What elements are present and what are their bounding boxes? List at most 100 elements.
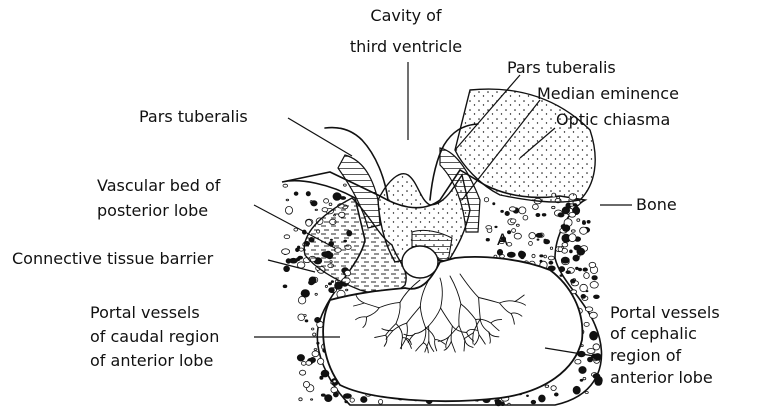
bone-cavity: [584, 322, 589, 326]
label-bone: Bone: [636, 195, 677, 214]
bone-cavity: [514, 233, 521, 239]
bone-cavity: [361, 397, 367, 403]
bone-cavity: [315, 209, 317, 210]
bone-cavity: [571, 279, 576, 283]
label-portal-cephalic-line3: region of: [610, 346, 681, 365]
bone-cavity: [531, 400, 536, 404]
bone-cavity: [571, 230, 575, 232]
bone-cavity: [580, 227, 588, 234]
bone-cavity: [539, 395, 546, 402]
bone-cavity: [328, 283, 331, 285]
label-vascular-bed-line2: posterior lobe: [97, 201, 208, 220]
bone-cavity: [508, 403, 510, 405]
bone-cavity: [497, 249, 502, 255]
label-connective-tissue: Connective tissue barrier: [12, 249, 214, 268]
bone-cavity: [551, 386, 556, 391]
bone-cavity: [311, 201, 317, 206]
bone-cavity: [299, 398, 302, 401]
bone-cavity: [343, 394, 351, 399]
bone-cavity: [554, 393, 558, 396]
bone-cavity: [509, 207, 516, 211]
bone-cavity: [300, 370, 306, 375]
bone-cavity: [312, 328, 314, 330]
bone-cavity: [329, 203, 332, 206]
bone-cavity: [529, 233, 536, 239]
bone-cavity: [299, 248, 303, 251]
bone-cavity: [345, 401, 348, 403]
bone-cavity: [283, 285, 287, 288]
bone-cavity: [585, 307, 592, 312]
bone-cavity: [314, 349, 317, 351]
bone-cavity: [331, 382, 333, 384]
label-region-a: A: [497, 230, 508, 249]
connective-tissue-gap: [402, 246, 438, 278]
bone-cavity: [585, 392, 588, 394]
bone-cavity: [544, 255, 547, 258]
bone-cavity: [306, 220, 312, 227]
bone-cavity: [284, 235, 290, 239]
bone-cavity: [505, 211, 509, 215]
bone-cavity: [593, 344, 600, 350]
bone-cavity: [309, 277, 316, 284]
bone-cavity: [537, 239, 539, 240]
bone-cavity: [573, 255, 579, 261]
bone-cavity: [486, 226, 492, 229]
bone-cavity: [312, 351, 319, 357]
bone-cavity: [285, 206, 292, 214]
bone-cavity: [313, 333, 316, 336]
bone-cavity: [284, 266, 290, 272]
label-optic-chiasma: Optic chiasma: [556, 110, 670, 129]
bone-cavity: [545, 385, 549, 387]
bone-cavity: [282, 249, 290, 255]
bone-cavity: [584, 273, 590, 279]
bone-cavity: [566, 271, 571, 274]
bone-cavity: [501, 402, 505, 406]
bone-cavity: [311, 399, 313, 400]
bone-cavity: [542, 214, 546, 217]
label-pars-tuberalis-left: Pars tuberalis: [139, 107, 248, 126]
bone-cavity: [590, 282, 598, 289]
bone-cavity: [344, 184, 347, 186]
bone-cavity: [306, 192, 310, 196]
bone-cavity: [577, 219, 580, 222]
bone-cavity: [303, 381, 309, 387]
label-portal-caudal-line2: of caudal region: [90, 327, 219, 346]
bone-cavity: [578, 268, 581, 271]
bone-cavity: [589, 262, 596, 267]
label-pars-tuberalis-right: Pars tuberalis: [507, 58, 616, 77]
bone-cavity: [577, 248, 585, 255]
bone-cavity: [516, 224, 519, 226]
bone-cavity: [540, 255, 543, 257]
bone-cavity: [495, 226, 497, 228]
bone-cavity: [379, 400, 383, 405]
bone-cavity: [527, 395, 529, 397]
bone-cavity: [286, 259, 291, 264]
bone-cavity: [296, 248, 299, 252]
bone-cavity: [536, 233, 543, 237]
bone-cavity: [575, 359, 581, 364]
bone-cavity: [573, 204, 576, 207]
bone-cavity: [583, 377, 586, 379]
bone-cavity: [315, 293, 317, 295]
label-portal-caudal-line3: of anterior lobe: [90, 351, 213, 370]
bone-cavity: [594, 295, 600, 299]
bone-cavity: [333, 392, 338, 397]
bone-cavity: [294, 192, 298, 195]
bone-cavity: [590, 331, 598, 340]
bone-cavity: [484, 198, 488, 202]
bone-cavity: [320, 376, 323, 379]
bone-cavity: [536, 213, 540, 216]
bone-cavity: [592, 276, 597, 280]
bone-cavity: [331, 281, 333, 283]
bone-cavity: [580, 284, 588, 291]
bone-cavity: [580, 379, 583, 381]
bone-cavity: [493, 203, 495, 205]
bone-cavity: [569, 212, 576, 217]
bone-cavity: [286, 199, 289, 201]
bone-cavity: [548, 256, 554, 260]
bone-cavity: [540, 260, 542, 262]
bone-cavity: [306, 361, 312, 366]
bone-cavity: [501, 210, 504, 212]
bone-cavity: [317, 342, 319, 344]
bone-cavity: [593, 374, 600, 379]
